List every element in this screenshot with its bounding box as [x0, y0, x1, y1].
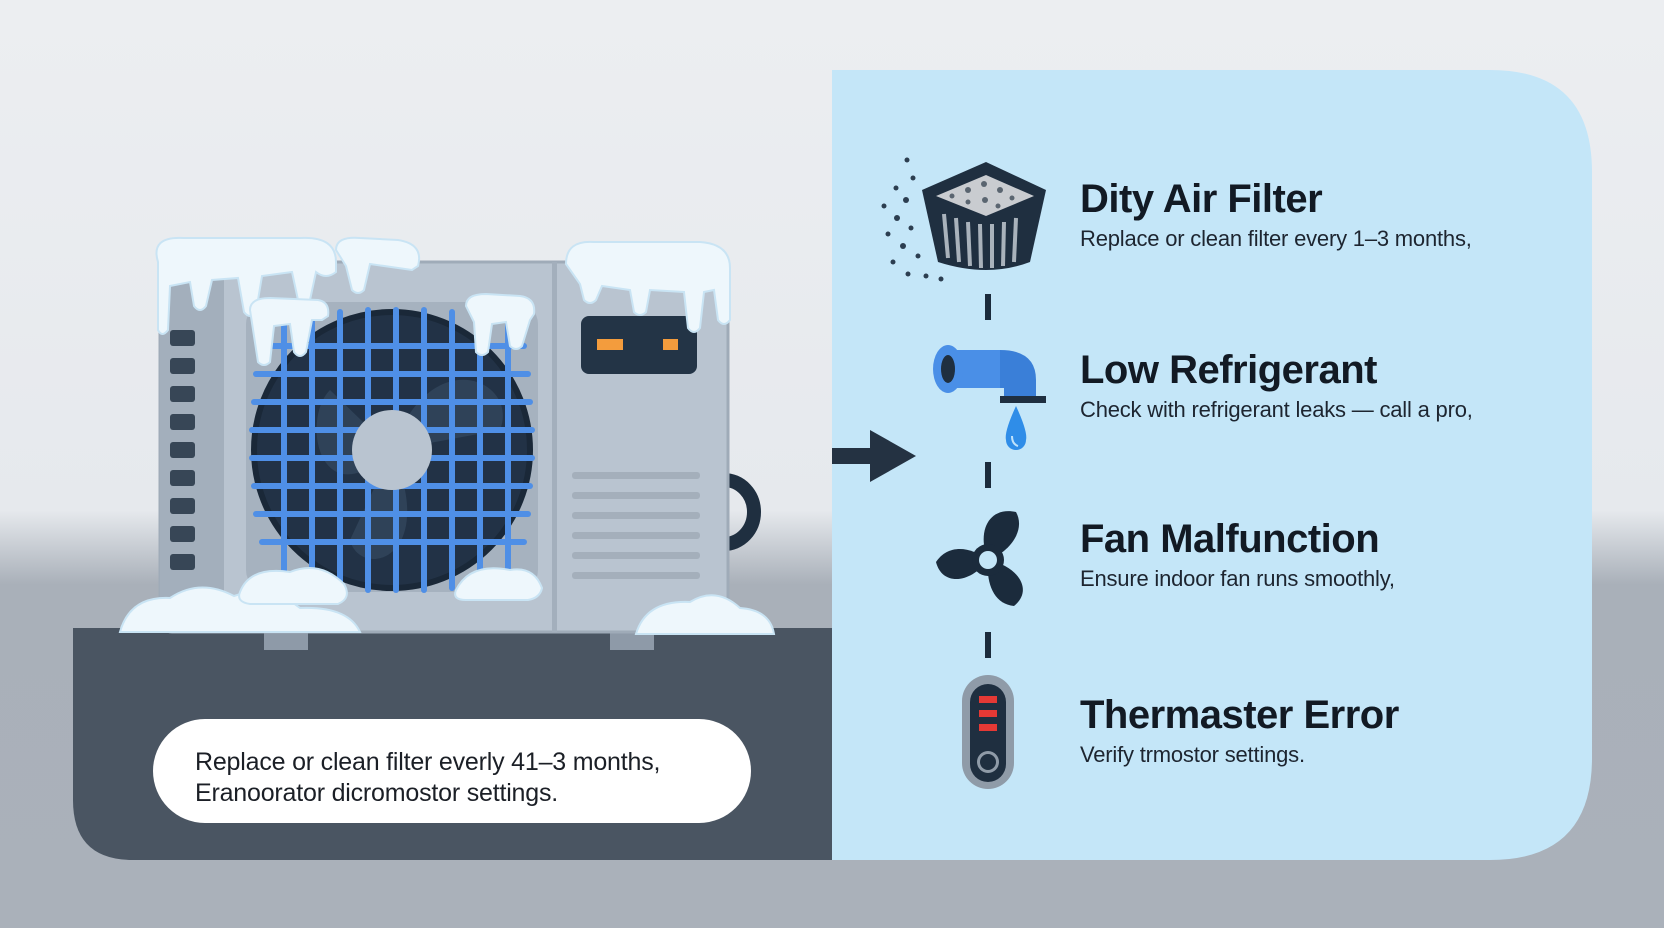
cause-title: Dity Air Filter: [1080, 177, 1323, 221]
fan-icon: [936, 511, 1023, 606]
info-panel: [832, 70, 1592, 860]
pipe-drip-icon: [933, 345, 1046, 450]
air-filter-icon: [881, 157, 1046, 282]
cause-title: Fan Malfunction: [1080, 517, 1380, 561]
cause-title: Thermaster Error: [1080, 693, 1399, 737]
caption-line-1: Replace or clean filter everly 41–3 mont…: [195, 748, 661, 776]
cause-description: Check with refrigerant leaks — call a pr…: [1080, 397, 1473, 422]
cause-description: Replace or clean filter every 1–3 months…: [1080, 226, 1472, 251]
caption-bubble: Replace or clean filter everly 41–3 mont…: [153, 719, 751, 823]
thermostat-icon: [962, 675, 1014, 789]
cause-fan-malfunction: Fan Malfunction Ensure indoor fan runs s…: [1080, 516, 1600, 592]
caption-line-2: Eranoorator dicromostor settings.: [195, 779, 559, 807]
frozen-ac-unit-illustration: [118, 236, 776, 650]
cause-dirty-air-filter: Dity Air Filter Replace or clean filter …: [1080, 176, 1600, 252]
cause-description: Verify trmostor settings.: [1080, 742, 1305, 767]
cause-description: Ensure indoor fan runs smoothly,: [1080, 566, 1395, 591]
arrow-right-icon: [832, 430, 916, 482]
cause-low-refrigerant: Low Refrigerant Check with refrigerant l…: [1080, 347, 1600, 423]
cause-title: Low Refrigerant: [1080, 348, 1377, 392]
cause-thermostat-error: Thermaster Error Verify trmostor setting…: [1080, 692, 1600, 768]
